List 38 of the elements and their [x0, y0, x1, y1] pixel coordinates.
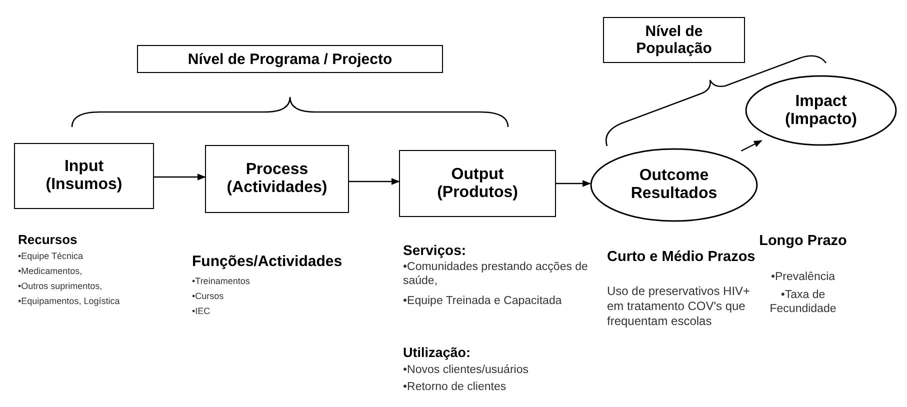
bullet-text: •Equipe Técnica — [18, 251, 84, 262]
process-box — [205, 145, 349, 213]
bullet-text: •Treinamentos — [192, 276, 251, 287]
ellipse-node — [745, 75, 897, 146]
arrow — [740, 140, 762, 152]
section-heading: Utilização: — [403, 345, 472, 362]
node-label: Process (Actividades) — [226, 161, 328, 197]
ellipse-node — [590, 148, 758, 222]
section-heading: Funções/Actividades — [192, 253, 344, 272]
node-label: Input (Insumos) — [44, 158, 124, 194]
bullet-text: •Taxa de Fecundidade — [768, 289, 838, 317]
node-label: Outcome Resultados — [630, 167, 718, 203]
heading-box — [603, 17, 745, 63]
bullet-text: •Equipamentos, Logística — [18, 296, 121, 307]
bullet-text: Uso de preservativos HIV+ em tratamento COV's que frequentam escolas — [607, 284, 752, 329]
bullet-text: •IEC — [192, 306, 212, 317]
bullet-text: •Medicamentos, — [18, 266, 84, 277]
arrow — [154, 174, 206, 180]
bullet-text: •Novos clientes/usuários — [403, 364, 530, 378]
bullet-text: •Prevalência — [770, 271, 836, 285]
section-heading: Longo Prazo — [758, 232, 848, 250]
node-label: Nível de Programa / Projecto — [186, 50, 394, 68]
process-box — [399, 150, 556, 217]
heading-box — [137, 45, 443, 73]
bullet-text: •Outros suprimentos, — [18, 281, 104, 292]
arrow — [349, 178, 400, 185]
node-label: Output (Produtos) — [436, 166, 519, 202]
bullet-text: •Comunidades prestando acções de saúde, — [403, 261, 588, 289]
node-label: Nível de População — [635, 23, 713, 57]
process-box — [14, 143, 154, 209]
arrow — [556, 180, 591, 187]
section-heading: Recursos — [18, 232, 78, 248]
bullet-text: •Cursos — [192, 291, 225, 302]
section-heading: Serviços: — [403, 242, 468, 260]
section-heading: Curto e Médio Prazos — [607, 248, 756, 266]
bullet-text: •Equipe Treinada e Capacitada — [403, 295, 563, 309]
node-label: Impact (Impacto) — [784, 92, 858, 128]
bullet-text: •Retorno de clientes — [403, 381, 508, 395]
